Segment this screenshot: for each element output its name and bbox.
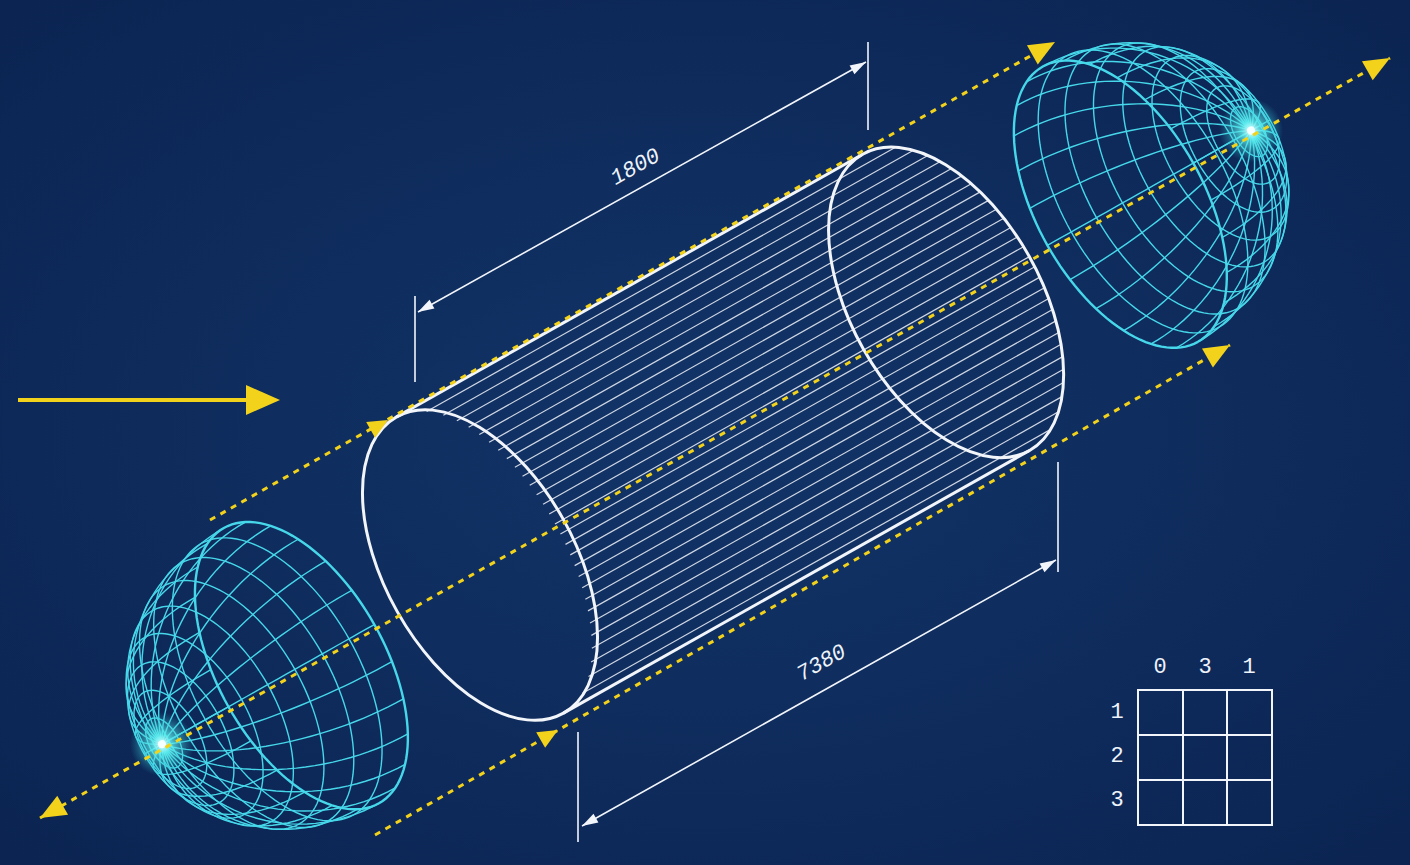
cylinder-hatch [575,298,1049,565]
pole-glow [118,701,205,788]
cylinder-hatch [543,237,1017,504]
table-row-header: 2 [1110,746,1123,768]
cylinder [314,108,1113,760]
table-column-header: 0 [1153,657,1166,679]
cylinder-hatch [555,257,1029,524]
cylinder-hatch [489,176,962,442]
cylinder-hatch [566,277,1040,544]
extension-line [1057,462,1059,572]
dome-meridian [161,676,358,865]
table-rule [1138,734,1272,736]
arrow-shaft [18,398,258,402]
grid-table [1138,690,1272,825]
dome-parallel [151,487,452,845]
dashed-line [210,42,1055,520]
dome-meridian [1090,9,1256,184]
dome-meridian [157,686,332,865]
dimension-arrow [418,300,434,312]
dimension-lines [415,42,1058,842]
dashed-line [375,345,1230,835]
cylinder-hatch [592,383,1064,649]
dome-meridian [86,543,283,745]
table-row-header: 3 [1110,790,1123,812]
dashed-line [40,58,1390,818]
table-column-header: 3 [1198,657,1211,679]
dimension-line [582,560,1056,826]
arrow-head [1362,58,1390,80]
arrow-head [1202,345,1230,367]
flow-lines [40,42,1390,835]
hemisphere [57,487,452,865]
cylinder-hatch [570,288,1044,555]
cylinder-hatch [515,200,989,467]
cylinder-hatch [590,357,1063,623]
cylinder-hatch [523,209,997,476]
cylinder-hatch [479,168,951,434]
dimension-arrow [1040,560,1056,572]
cylinder-hatch [530,218,1004,485]
cylinder-hatch [582,321,1056,588]
dome-parallel [112,525,395,861]
cylinder-hatch [591,397,1062,662]
cylinder-hatch [560,267,1034,534]
dome-meridian [1064,0,1252,194]
dome-meridian [87,522,320,744]
table-rule [1226,690,1228,825]
arrow-head [246,385,280,415]
dome-meridian [1027,0,1251,215]
extension-line [867,42,869,130]
input-arrow [18,385,280,415]
arrow-head [536,730,558,748]
dome-meridian [1017,11,1251,224]
cylinder-end [314,370,646,759]
dome-parallel [995,15,1291,367]
pole-point [157,739,168,750]
dimension-line [418,62,866,312]
dome-meridian [162,626,392,780]
dome-meridian [162,666,379,865]
extension-line [577,732,579,842]
dome-meridian [1101,131,1325,348]
dimension-arrow [582,814,598,826]
extension-line [414,296,416,382]
cylinder-hatch [589,412,1059,677]
table-border [1138,690,1272,825]
dome-parallel [119,678,222,800]
dome-parallel [1024,11,1307,347]
pole-glow [1207,87,1294,174]
dimension-arrow [850,62,866,74]
table-rule [1182,690,1184,825]
dimension-value: 1800 [608,145,665,190]
dome-parallel [1192,74,1295,196]
table-row-header: 1 [1110,702,1123,724]
dimension-value: 7380 [794,641,851,686]
cylinder-hatch [582,429,1051,693]
cylinder-hatch [585,332,1058,599]
dome-meridian [1084,131,1318,344]
cylinder-hatch [579,310,1053,577]
cylinder-hatch [507,192,980,459]
dome-parallel [96,579,327,853]
dome-meridian [1069,131,1306,331]
arrow-head [40,796,68,818]
cylinder-hatch [537,227,1011,494]
cylinder-hatch [588,344,1061,611]
arrow-head [1027,42,1055,64]
table-column-header: 1 [1242,657,1255,679]
dome-meridian [1043,0,1251,204]
arrow-head [366,420,388,438]
cylinder-edge [563,450,1029,713]
table-rule [1138,779,1272,781]
dome-parallel [129,503,425,855]
cylinder-end [780,108,1112,497]
dome-meridian [162,630,403,813]
dome-meridian [162,645,405,863]
